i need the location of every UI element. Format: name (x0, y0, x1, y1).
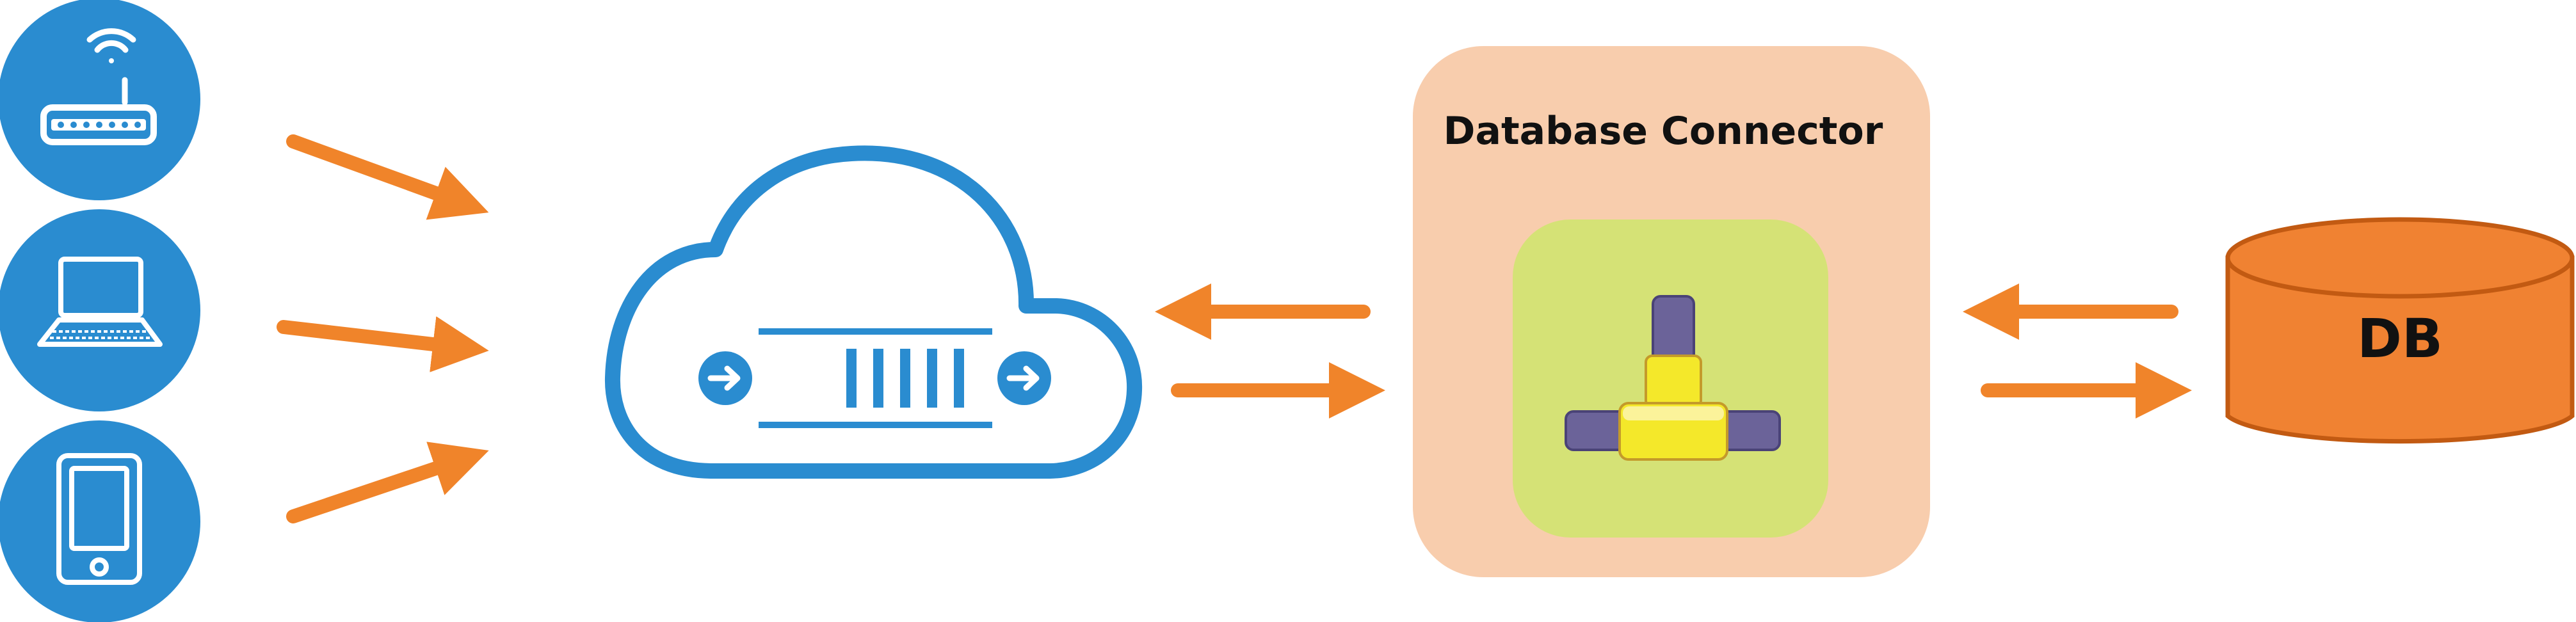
tablet-icon (56, 453, 142, 585)
device-tablet (0, 420, 200, 622)
cloud-gateway-icon (604, 145, 1143, 479)
device-arrows (277, 134, 489, 523)
device-circle (0, 420, 200, 622)
cloud-bars (846, 349, 964, 408)
device-laptop (0, 209, 200, 411)
laptop-icon (37, 257, 163, 347)
device-router (0, 0, 200, 200)
cloud-connector-arrows (1155, 283, 1385, 419)
arrow-router-to-cloud (286, 134, 489, 220)
connector-db-arrows (1963, 283, 2192, 419)
pipe-tee-icon (1565, 295, 1781, 461)
db-top (2225, 217, 2575, 299)
device-circle (0, 0, 200, 200)
router-leds (58, 122, 141, 128)
db-label: DB (2357, 307, 2443, 370)
db-body (2225, 255, 2575, 444)
cloud-arrow-out-icon (997, 351, 1051, 405)
database-cylinder-icon: DB (2225, 217, 2575, 444)
cloud-arrow-in-icon (698, 351, 752, 405)
connector-title: Database Connector (1444, 109, 1883, 154)
arrow-laptop-to-cloud (277, 316, 489, 372)
device-circle (0, 209, 200, 411)
database-connector: Database Connector (1413, 46, 1930, 577)
arrow-tablet-to-cloud (286, 442, 489, 523)
